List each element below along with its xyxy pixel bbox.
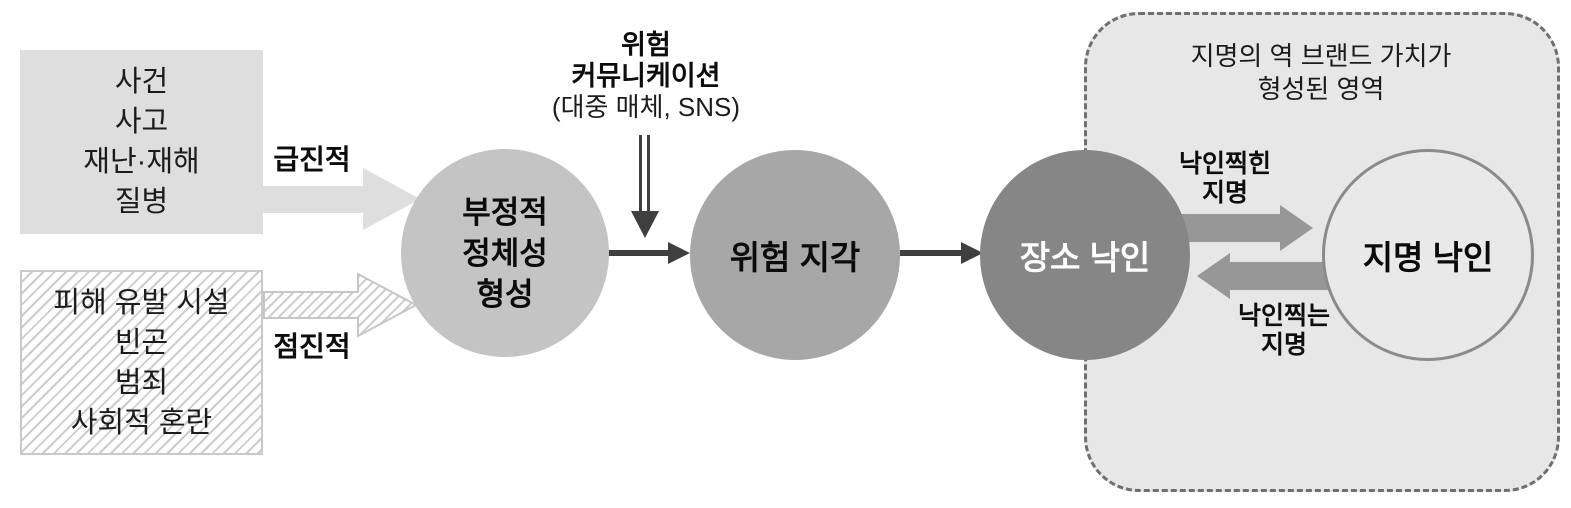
stigmatizing-name-arrow-head [1197, 253, 1230, 299]
gradual-path-label: 점진적 [273, 331, 351, 362]
stigmatized-name-line-2: 지명 [1201, 179, 1248, 207]
risk-comm-arrow-head-icon [631, 211, 659, 238]
stigmatizing-name-arrow-shaft [1230, 262, 1330, 290]
negative-identity-node: 부정적 정체성 형성 [401, 149, 609, 357]
flow-arrow-2-head [961, 242, 983, 264]
risk-comm-line-3: (대중 매체, SNS) [551, 92, 741, 122]
identity-line-1: 부정적 [462, 194, 548, 230]
risk-communication-annotation: 위험 커뮤니케이션 (대중 매체, SNS) [525, 30, 767, 122]
flow-arrow-1-head [668, 242, 690, 264]
identity-line-2: 정체성 [462, 235, 548, 271]
stigmatizing-name-label: 낙인찍는 지명 [1219, 302, 1349, 360]
name-stigma-node: 지명 낙인 [1322, 149, 1534, 361]
facilities-source-box: 피해 유발 시설 빈곤 범죄 사회적 혼란 [20, 270, 263, 455]
facilities-line-3: 범죄 [114, 366, 169, 399]
risk-perception-label: 위험 지각 [729, 239, 861, 276]
stigmatizing-name-line-1: 낙인찍는 [1237, 302, 1330, 330]
risk-comm-double-arrow-lines [639, 135, 650, 212]
facilities-line-1: 피해 유발 시설 [53, 286, 230, 319]
region-label-line-2: 형성된 영역 [1257, 74, 1385, 104]
risk-comm-line-1: 위험 [621, 30, 671, 60]
events-line-2: 사고 [114, 106, 169, 138]
stigmatized-name-arrow-head [1280, 205, 1313, 251]
events-line-4: 질병 [114, 186, 169, 218]
place-stigma-label: 장소 낙인 [1019, 239, 1151, 276]
gradual-arrow [263, 272, 419, 338]
rapid-path-label: 급진적 [273, 144, 351, 175]
flow-arrow-2-shaft [900, 250, 962, 256]
region-label-line-1: 지명의 역 브랜드 가치가 [1190, 41, 1452, 71]
reverse-brand-region-label: 지명의 역 브랜드 가치가 형성된 영역 [1150, 40, 1492, 106]
risk-comm-line-2: 커뮤니케이션 [571, 61, 721, 91]
stigmatizing-name-line-2: 지명 [1260, 331, 1307, 359]
facilities-line-4: 사회적 혼란 [70, 406, 213, 439]
name-stigma-label: 지명 낙인 [1362, 239, 1494, 276]
identity-line-3: 형성 [476, 276, 534, 312]
events-line-3: 재난·재해 [83, 146, 200, 178]
events-line-1: 사건 [114, 66, 169, 98]
flow-arrow-1-shaft [607, 250, 669, 256]
stigmatized-name-line-1: 낙인찍힌 [1178, 150, 1271, 178]
events-source-box: 사건 사고 재난·재해 질병 [20, 50, 263, 234]
stigmatized-name-label: 낙인찍힌 지명 [1160, 150, 1290, 208]
rapid-arrow-shaft [262, 186, 363, 213]
facilities-line-2: 빈곤 [114, 326, 169, 359]
place-stigma-node: 장소 낙인 [980, 150, 1190, 360]
risk-perception-node: 위험 지각 [690, 150, 900, 360]
